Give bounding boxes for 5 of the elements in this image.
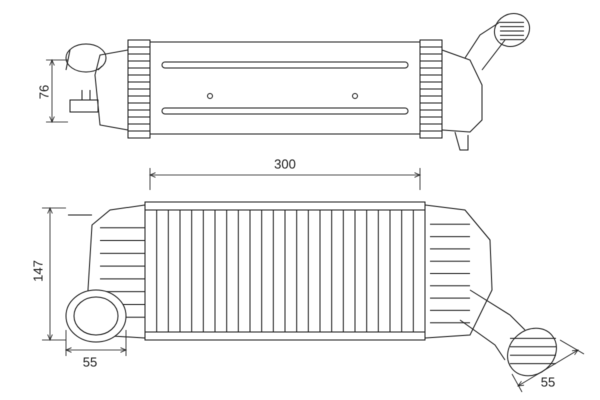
dimension-label: 55 (540, 376, 556, 388)
dimension-label: 147 (32, 259, 44, 283)
dimension-label: 76 (38, 84, 50, 100)
dimension-label: 300 (273, 158, 297, 170)
dimension-label: 55 (82, 356, 98, 368)
